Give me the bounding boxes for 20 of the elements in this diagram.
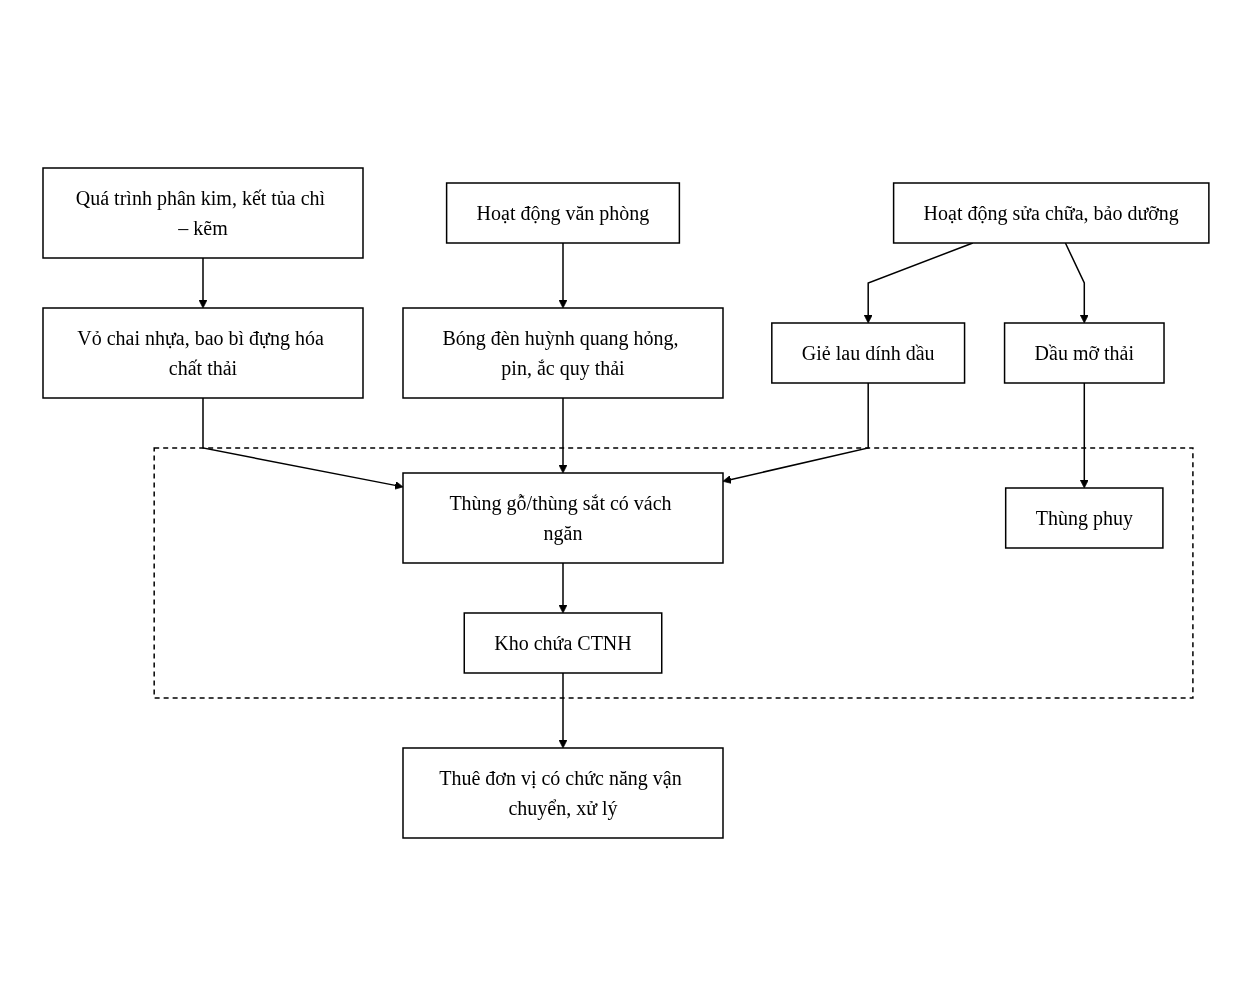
arrow (1079, 382, 1089, 489)
node-box: Bóng đèn huỳnh quang hỏng, pin, ắc quy thải (402, 307, 724, 399)
node-box: Thùng phuy (1005, 487, 1164, 549)
arrow (558, 672, 568, 749)
cluster (153, 447, 1194, 699)
arrow (202, 397, 404, 490)
arrow (558, 242, 568, 309)
arrow (558, 562, 568, 614)
arrow (558, 397, 568, 474)
arrow (198, 257, 208, 309)
node-box: Hoạt động văn phòng (445, 182, 681, 244)
node-box: Thuê đơn vị có chức năng vận chuyển, xử lý (402, 747, 724, 839)
node-box: Giẻ lau dính dầu (771, 322, 966, 384)
node-box: Thùng gỗ/thùng sắt có vách ngăn (402, 472, 724, 564)
node-box: Kho chứa CTNH (463, 612, 663, 674)
node-box: Hoạt động sửa chữa, bảo dưỡng (892, 182, 1210, 244)
arrow (1064, 242, 1089, 324)
node-box: Quá trình phân kim, kết tủa chì – kẽm (42, 167, 364, 259)
node-box: Vỏ chai nhựa, bao bì đựng hóa chất thải (42, 307, 364, 399)
node-box: Dầu mỡ thải (1003, 322, 1165, 384)
